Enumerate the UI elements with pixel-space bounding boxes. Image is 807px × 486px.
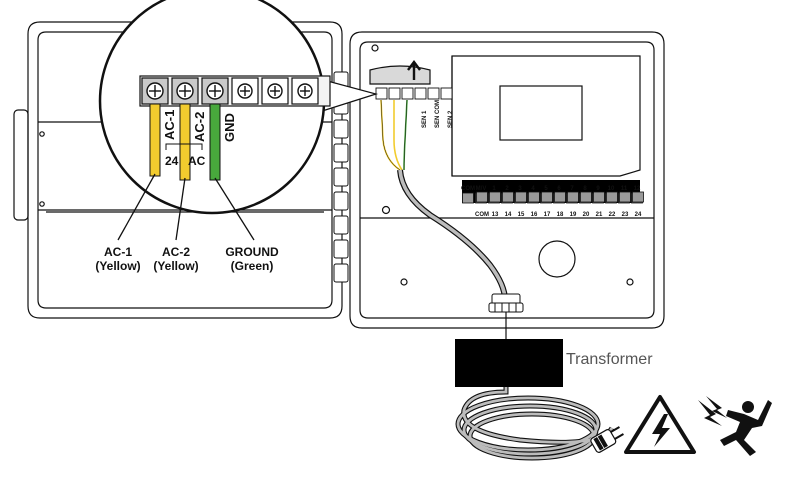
terminal-label-top-13: 12	[634, 186, 641, 192]
high-voltage-warning-icon	[624, 395, 696, 454]
wire-callout-ground-color: (Green)	[231, 259, 274, 273]
wire-callout-ac2-name: AC-2	[162, 245, 190, 259]
station-terminal-block-bottom	[476, 191, 644, 203]
callout-wires	[149, 103, 221, 181]
terminal-label-top-6: 5	[544, 186, 548, 192]
terminal-label-top-5: 4	[531, 186, 535, 192]
lift-arrow-icon	[407, 60, 421, 80]
ac-label: AC	[188, 154, 206, 168]
cabinet-power-terminals	[375, 87, 453, 100]
sensor-terminal-labels: SEN 1 SEN COM SEN 2	[422, 100, 454, 128]
terminal-label-bottom-10: 22	[609, 212, 616, 218]
terminal-bottom-5	[541, 191, 553, 203]
callout-screws	[146, 82, 313, 100]
wire-callout-ground-name: GROUND	[225, 245, 279, 259]
controller-door	[13, 21, 343, 319]
terminal-label-top-1: M/V	[476, 186, 487, 192]
coiled-power-cord	[455, 387, 615, 461]
terminal-label-bottom-4: 16	[531, 212, 538, 218]
power-cable	[397, 169, 508, 301]
terminal-label-bottom-11: 23	[622, 212, 629, 218]
wire-callout-ac2-color: (Yellow)	[153, 259, 198, 273]
terminal-label-bottom-2: 14	[505, 212, 512, 218]
cable-fitting	[488, 293, 524, 313]
terminal-label-top-2: 1	[492, 186, 496, 192]
terminal-bottom-1	[489, 191, 501, 203]
terminal-label-bottom-7: 19	[570, 212, 577, 218]
terminal-label-bottom-8: 20	[583, 212, 590, 218]
terminal-bottom-0	[476, 191, 488, 203]
zoom-callout: AC-1 AC-2 GND 24 AC	[98, 0, 379, 215]
sensor-label-com: SEN COM	[435, 100, 441, 128]
callout-label-ac1: AC-1	[162, 110, 177, 140]
sensor-label-2: SEN 2	[448, 110, 454, 128]
terminal-label-top-9: 8	[583, 186, 587, 192]
terminal-label-bottom-3: 15	[518, 212, 525, 218]
callout-leader-lines	[117, 173, 255, 241]
transformer-label: Transformer	[566, 351, 653, 368]
callout-label-ac2: AC-2	[192, 112, 207, 142]
wire-callout-ac1-name: AC-1	[104, 245, 132, 259]
terminal-label-bottom-9: 21	[596, 212, 603, 218]
terminal-bottom-11	[619, 191, 631, 203]
terminal-bottom-4	[528, 191, 540, 203]
terminal-bottom-8	[580, 191, 592, 203]
controller-cabinet	[349, 31, 665, 329]
terminal-label-bottom-0: COM	[475, 212, 489, 218]
ac-bracket	[165, 143, 203, 150]
callout-label-gnd: GND	[222, 113, 237, 142]
terminal-bottom-9	[593, 191, 605, 203]
transformer-redacted-box	[455, 339, 563, 387]
terminal-bottom-12	[632, 191, 644, 203]
terminal-bottom-2	[502, 191, 514, 203]
terminal-label-top-12: 11	[621, 186, 628, 192]
terminal-bottom-6	[554, 191, 566, 203]
terminal-label-top-7: 6	[557, 186, 561, 192]
terminal-bottom-7	[567, 191, 579, 203]
terminal-bottom-3	[515, 191, 527, 203]
terminal-label-bottom-1: 13	[492, 212, 499, 218]
wire-callout-ac1-color: (Yellow)	[95, 259, 140, 273]
terminal-label-top-10: 9	[596, 186, 600, 192]
terminal-top-0	[462, 192, 474, 204]
terminal-label-top-3: 2	[505, 186, 509, 192]
cabinet-wires	[380, 99, 408, 171]
terminal-label-top-4: 3	[518, 186, 522, 192]
terminal-label-bottom-6: 18	[557, 212, 564, 218]
terminal-label-top-8: 7	[570, 186, 574, 192]
sensor-label-1: SEN 1	[422, 110, 428, 128]
terminal-label-top-11: 10	[608, 186, 615, 192]
power-plug-icon	[590, 426, 624, 453]
terminal-bottom-10	[606, 191, 618, 203]
voltage-label: 24	[165, 154, 179, 168]
terminal-label-top-0: COM	[461, 186, 475, 192]
terminal-label-bottom-5: 17	[544, 212, 551, 218]
electric-shock-icon	[698, 396, 772, 456]
terminal-label-bottom-12: 24	[635, 212, 642, 218]
